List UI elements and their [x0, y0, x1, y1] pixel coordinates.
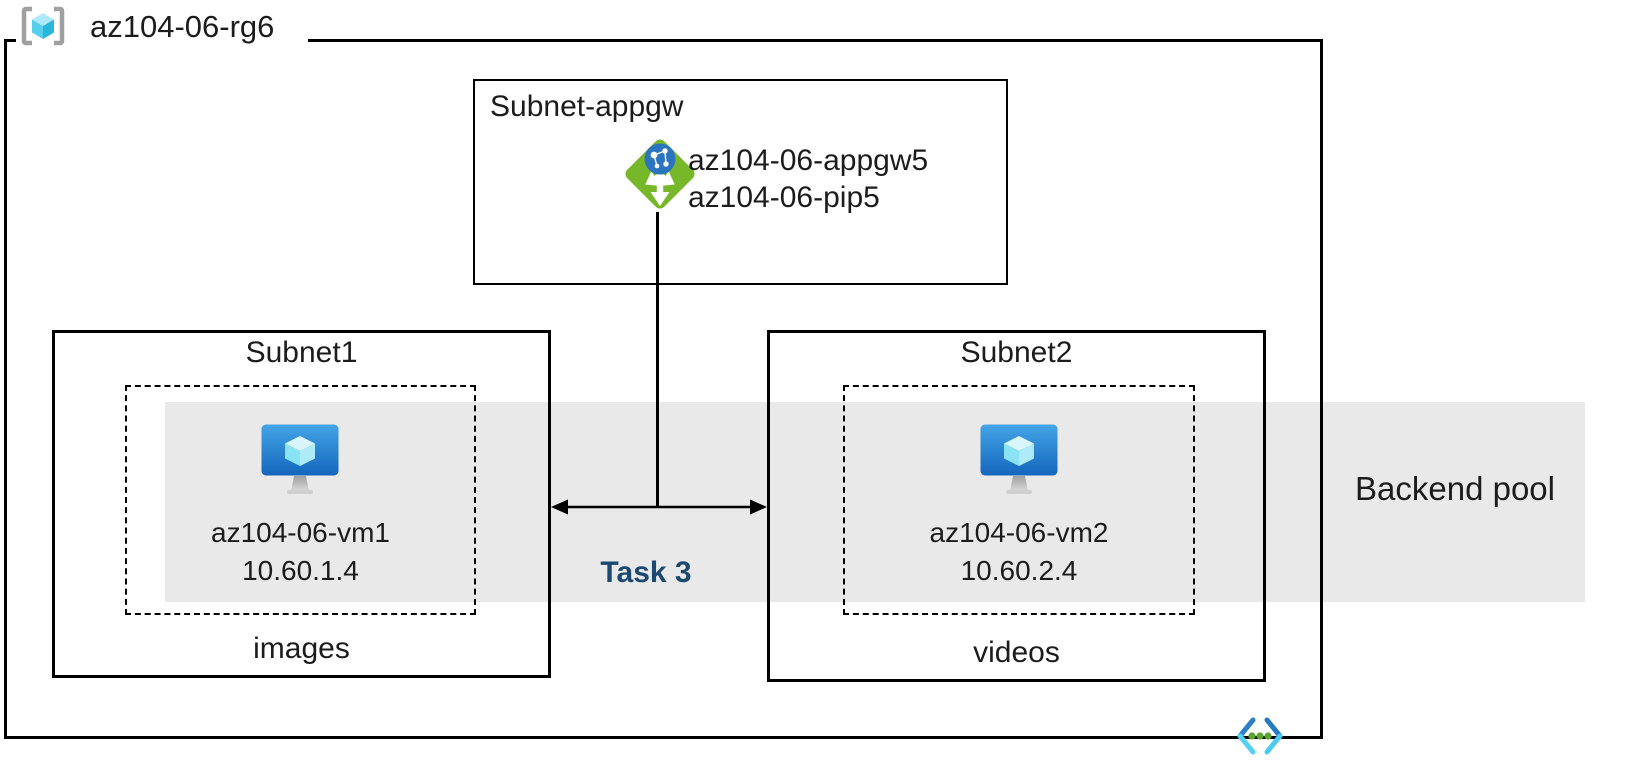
subnet1-backend-group — [125, 385, 476, 615]
vm2-ip-address: 10.60.2.4 — [960, 555, 1078, 586]
subnet2-box — [767, 330, 1266, 682]
vm1-name: az104-06-vm1 — [211, 517, 390, 548]
vm2-name: az104-06-vm2 — [929, 517, 1109, 548]
subnet2-backend-group — [843, 385, 1195, 615]
virtual-machine-icon — [261, 424, 339, 494]
subnet2-title: Subnet2 — [960, 336, 1073, 369]
subnet1-backend-label: images — [253, 632, 350, 665]
subnet-appgw-box — [473, 79, 1008, 285]
virtual-machine-icon — [980, 424, 1058, 494]
public-ip-name: az104-06-pip5 — [688, 181, 880, 214]
application-gateway-name: az104-06-appgw5 — [688, 144, 929, 177]
task-label: Task 3 — [600, 556, 692, 589]
gateway-connector-line — [656, 212, 659, 508]
vm1-ip-address: 10.60.1.4 — [242, 555, 359, 586]
subnet1-box — [52, 330, 551, 678]
resource-group-box — [4, 39, 1323, 739]
backend-pool-band — [165, 402, 1585, 602]
backend-double-arrow — [551, 499, 767, 515]
application-gateway-icon — [625, 139, 695, 209]
virtual-network-icon — [1237, 717, 1283, 755]
subnet1-title: Subnet1 — [245, 336, 358, 369]
subnet-appgw-title: Subnet-appgw — [490, 90, 684, 123]
resource-group-icon — [21, 6, 65, 46]
subnet2-backend-label: videos — [973, 636, 1060, 669]
resource-group-name: az104-06-rg6 — [90, 9, 275, 44]
backend-pool-label: Backend pool — [1355, 470, 1555, 507]
resource-group-border-gap — [16, 36, 308, 46]
